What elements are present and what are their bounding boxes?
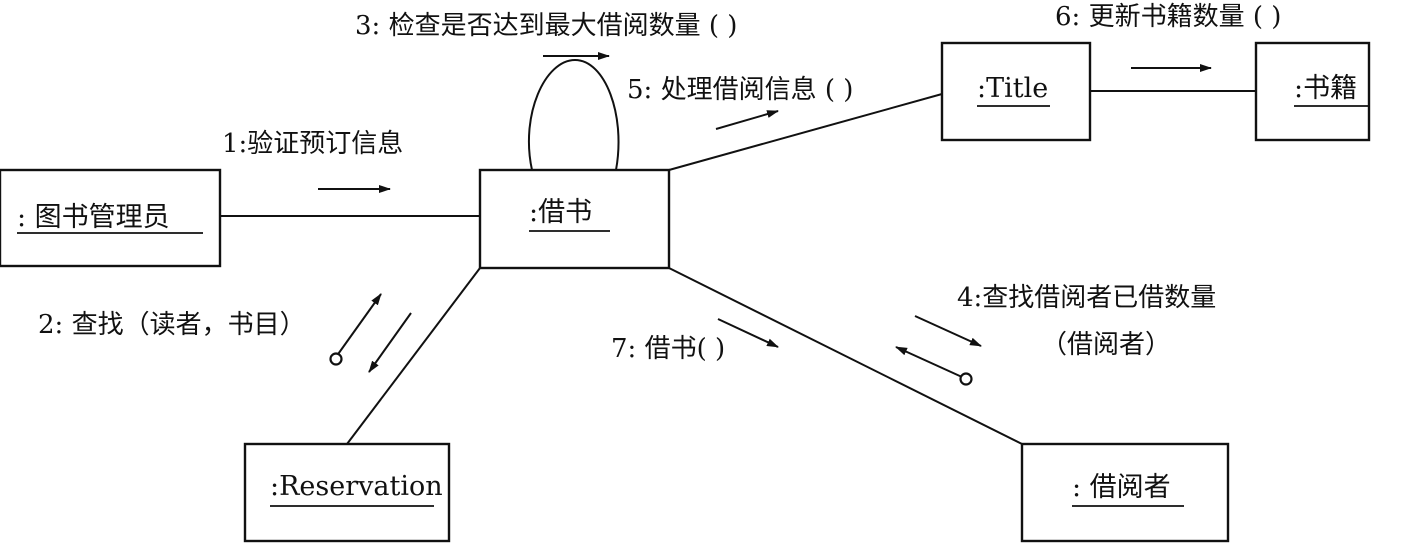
link-borrow-reservation: [346, 267, 481, 445]
object-reservation-label: :Reservation: [270, 471, 443, 502]
self-link-borrow: [527, 58, 620, 171]
link-borrow-title: [668, 93, 943, 171]
object-borrow[interactable]: :借书: [478, 168, 671, 270]
object-librarian[interactable]: : 图书管理员: [0, 168, 222, 268]
message-6-label: 6: 更新书籍数量 ( ): [1055, 2, 1281, 32]
message-1-label: 1:验证预订信息: [222, 129, 403, 159]
message-3-label: 3: 检查是否达到最大借阅数量 ( ): [355, 11, 737, 41]
message-4-return-arrow: [895, 346, 963, 378]
message-4-call-arrow: [914, 315, 982, 347]
message-4-label-line1: 4:查找借阅者已借数量: [957, 283, 1216, 313]
object-borrower[interactable]: : 借阅者: [1020, 442, 1230, 543]
message-2-call-arrow: [335, 293, 382, 358]
message-4-data-knob-icon: [959, 372, 973, 386]
message-5-arrow: [715, 110, 779, 130]
message-7-label: 7: 借书( ): [611, 334, 725, 364]
object-borrow-label: :借书: [529, 197, 592, 228]
object-book-label: :书籍: [1294, 73, 1357, 104]
object-reservation[interactable]: :Reservation: [243, 442, 451, 543]
message-7-arrow: [717, 318, 779, 348]
message-2-return-arrow: [368, 312, 412, 373]
object-book[interactable]: :书籍: [1254, 41, 1371, 142]
object-librarian-label: : 图书管理员: [17, 202, 170, 233]
object-borrower-label: : 借阅者: [1072, 472, 1171, 503]
object-title-label: :Title: [977, 73, 1048, 104]
message-5-label: 5: 处理借阅信息 ( ): [627, 75, 853, 105]
message-2-label: 2: 查找（读者，书目）: [38, 310, 306, 340]
message-4-label-line2: （借阅者）: [1041, 330, 1171, 360]
object-title[interactable]: :Title: [940, 41, 1092, 142]
link-borrow-borrower: [668, 267, 1023, 445]
message-2-data-knob-icon: [329, 352, 343, 366]
